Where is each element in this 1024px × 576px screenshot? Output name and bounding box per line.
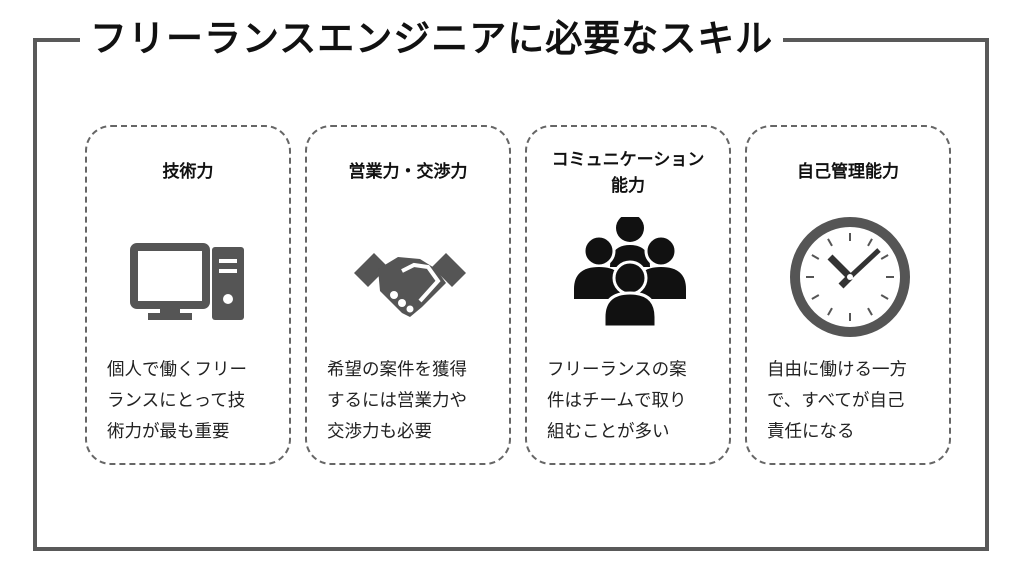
desc-line: フリーランスの案 (547, 360, 687, 380)
card-title-line: 営業力・交渉力 (348, 162, 468, 182)
skill-card-self-management: 自己管理能力 自由に働ける一方 で、すべてが自己 責任になる (745, 125, 951, 465)
desc-line: で、すべてが自己 (767, 391, 905, 411)
clock-tick (811, 254, 820, 260)
card-description: フリーランスの案 件はチームで取り 組むことが多い (547, 355, 687, 448)
computer-icon (130, 243, 244, 320)
card-description: 個人で働くフリー ランスにとって技 術力が最も重要 (107, 355, 247, 448)
skill-card-technical: 技術力 個人で働くフリー ランスにとって技 術力が最も重要 (85, 125, 291, 465)
handshake-icon (354, 253, 466, 317)
card-title-line: コミュニケーション (551, 150, 705, 170)
clock-tick (827, 307, 833, 316)
card-title-line: 能力 (611, 176, 645, 196)
card-description: 自由に働ける一方 で、すべてが自己 責任になる (767, 355, 907, 448)
card-title-line: 技術力 (162, 162, 214, 182)
page-title: フリーランスエンジニアに必要なスキル (80, 14, 784, 64)
desc-line: するには営業力や (327, 391, 467, 411)
clock-tick (811, 294, 820, 300)
desc-line: ランスにとって技 (107, 391, 246, 411)
desc-line: 希望の案件を獲得 (327, 360, 467, 380)
card-title-line: 自己管理能力 (797, 162, 899, 182)
desc-line: 件はチームで取り (547, 391, 687, 411)
people-group-icon (574, 217, 686, 329)
clock-tick (867, 238, 873, 247)
clock-tick (867, 307, 873, 316)
card-title: 自己管理能力 (747, 159, 949, 185)
desc-line: 交渉力も必要 (327, 422, 432, 442)
skill-card-sales: 営業力・交渉力 希望の案件を獲得 するには営業力や 交渉力も必要 (305, 125, 511, 465)
desc-line: 自由に働ける一方 (767, 360, 907, 380)
clock-tick (880, 254, 889, 260)
card-description: 希望の案件を獲得 するには営業力や 交渉力も必要 (327, 355, 467, 448)
skill-card-communication: コミュニケーション 能力 フリーランスの案 件はチームで取り 組むことが多い (525, 125, 731, 465)
desc-line: 組むことが多い (547, 422, 670, 442)
clock-tick (827, 238, 833, 247)
card-title: コミュニケーション 能力 (527, 147, 729, 199)
card-title: 技術力 (87, 159, 289, 185)
clock-icon (790, 217, 910, 337)
desc-line: 個人で働くフリー (107, 360, 247, 380)
desc-line: 責任になる (767, 422, 855, 442)
clock-tick (880, 294, 889, 300)
card-title: 営業力・交渉力 (307, 159, 509, 185)
desc-line: 術力が最も重要 (107, 422, 230, 442)
